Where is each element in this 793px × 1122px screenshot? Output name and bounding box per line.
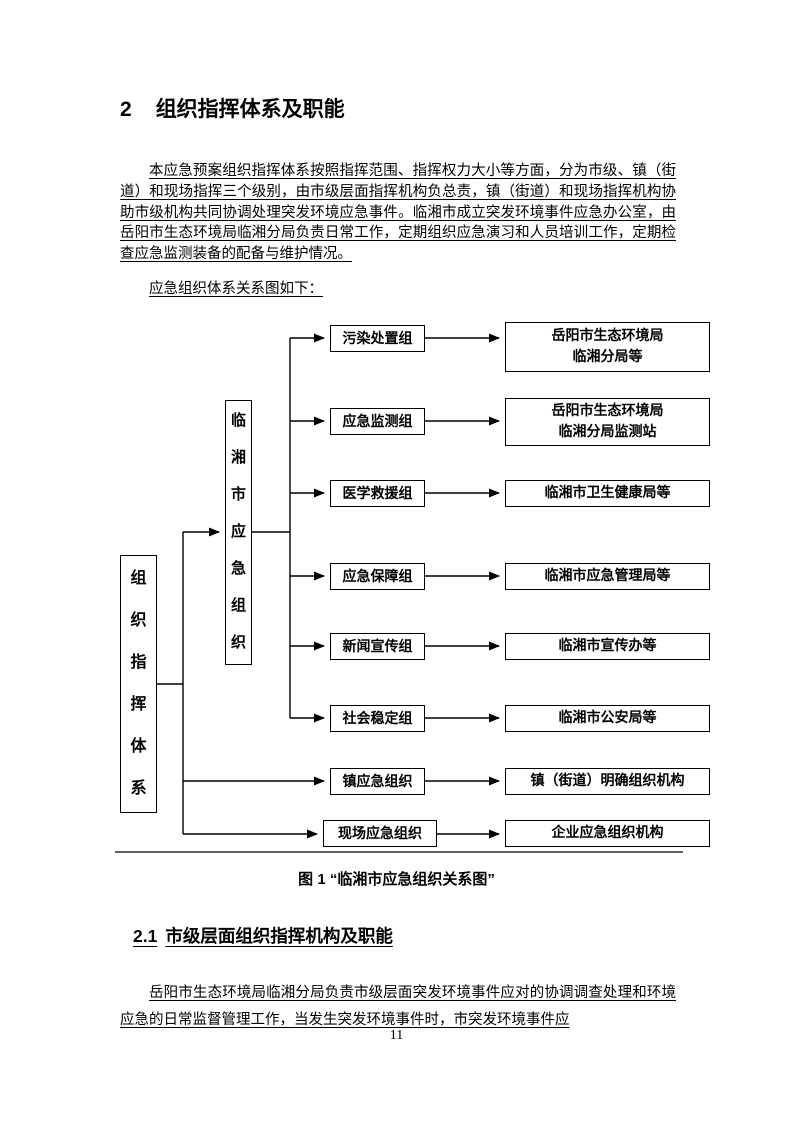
group-box-onsite-emergency-org: 现场应急组织 [323,819,437,847]
section-number: 2.1 [133,925,158,946]
node-linxiang-emergency-org: 临 湘 市 应 急 组 织 [225,399,252,665]
target-box-medical-rescue: 临湘市卫生健康局等 [505,479,710,507]
chapter-number: 2 [120,98,132,121]
chapter-heading: 2 组织指挥体系及职能 [120,95,793,125]
group-box-town-emergency-org: 镇应急组织 [330,767,425,795]
target-box-emergency-monitoring: 岳阳市生态环境局 临湘分局监测站 [505,397,710,446]
page-number: 11 [389,1028,404,1043]
target-box-onsite-emergency-org: 企业应急组织机构 [505,819,710,847]
group-box-news-publicity: 新闻宣传组 [330,632,425,660]
chapter-title: 组织指挥体系及职能 [155,98,345,121]
org-chart: 组 织 指 挥 体 系 临 湘 市 应 急 组 织 污染处置组 应急监测组 医学… [0,318,793,858]
paragraph-intro: 本应急预案组织指挥体系按照指挥范围、指挥权力大小等方面，分为市级、镇（街道）和现… [120,163,676,263]
target-box-pollution-disposal: 岳阳市生态环境局 临湘分局等 [505,321,710,372]
group-box-emergency-monitoring: 应急监测组 [330,407,425,435]
section-title: 市级层面组织指挥机构及职能 [165,925,393,946]
target-box-news-publicity: 临湘市宣传办等 [505,632,710,660]
group-box-medical-rescue: 医学救援组 [330,479,425,507]
group-box-pollution-disposal: 污染处置组 [330,324,425,352]
group-box-social-stability: 社会稳定组 [330,704,425,732]
target-box-town-emergency-org: 镇（街道）明确组织机构 [505,767,710,795]
paragraph-diagram-lead: 应急组织体系关系图如下： [149,280,323,297]
group-box-emergency-support: 应急保障组 [330,562,425,590]
connector-lines [115,333,683,853]
node-command-system: 组 织 指 挥 体 系 [120,554,157,813]
section-heading: 2.1 市级层面组织指挥机构及职能 [133,923,793,948]
figure-caption: 图 1 “临湘市应急组织关系图” [298,870,495,888]
paragraph-section-body: 岳阳市生态环境局临湘分局负责市级层面突发环境事件应对的协调调查处理和环境应急的日… [120,984,676,1028]
target-box-emergency-support: 临湘市应急管理局等 [505,562,710,590]
target-box-social-stability: 临湘市公安局等 [505,704,710,732]
